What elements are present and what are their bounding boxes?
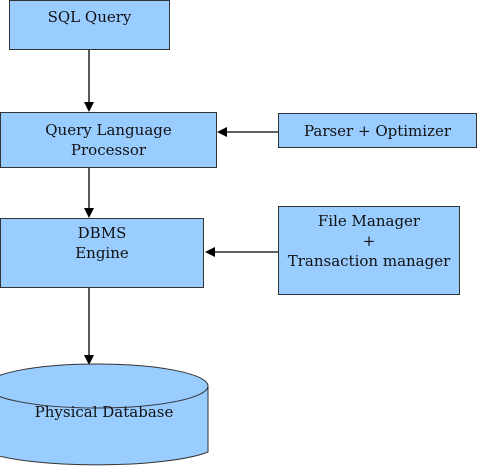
dbms-engine-label-line1: DBMS — [77, 224, 127, 242]
sql-query-box: SQL Query — [9, 0, 170, 50]
dbms-engine-box: DBMS Engine — [0, 218, 204, 288]
file-manager-label-line1: File Manager — [317, 212, 421, 230]
file-transaction-manager-box: File Manager + Transaction manager — [278, 206, 460, 295]
file-manager-label-line3: Transaction manager — [287, 252, 451, 270]
physical-database-label: Physical Database — [34, 403, 174, 421]
dbms-engine-label-line2: Engine — [75, 244, 129, 262]
query-language-processor-label-line1: Query Language — [45, 121, 172, 139]
query-language-processor-label-line2: Processor — [70, 141, 147, 159]
physical-database-cylinder — [0, 363, 209, 466]
query-language-processor-box: Query Language Processor — [0, 112, 217, 168]
sql-query-label: SQL Query — [47, 8, 132, 26]
parser-optimizer-box: Parser + Optimizer — [278, 113, 477, 148]
parser-optimizer-label: Parser + Optimizer — [303, 121, 452, 140]
file-manager-label-line2: + — [362, 232, 376, 250]
